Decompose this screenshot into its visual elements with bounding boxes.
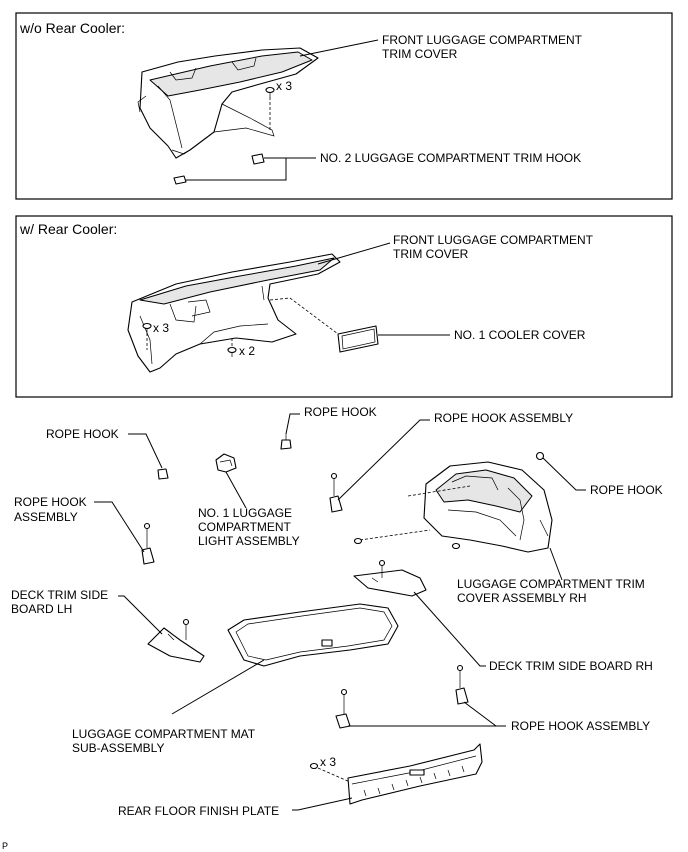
label-light-assembly-line1: NO. 1 LUGGAGE (198, 506, 292, 520)
section-with-rear-cooler: w/ Rear Cooler: FRONT LUGGAGE COMPARTMEN… (15, 215, 673, 398)
rope-hook-left (157, 468, 169, 480)
trim-hook-icon (173, 153, 265, 185)
rope-hook-assembly-center (329, 472, 343, 513)
leader-deck-trim-lh (118, 595, 163, 635)
cooler-cover-panel (337, 325, 379, 353)
leader-trim-cover-rh (549, 547, 563, 581)
section-title-with-rear-cooler: w/ Rear Cooler: (19, 221, 117, 237)
section-frame-with-rear-cooler (15, 215, 673, 398)
leader-rope-hook-top (285, 413, 300, 435)
section-title-without-rear-cooler: w/o Rear Cooler: (19, 20, 125, 36)
rope-hook-top (280, 434, 292, 450)
dashed-guide-trim-rh-hook (407, 485, 471, 497)
rope-hook-assembly-rh (455, 664, 469, 705)
label-rope-hook-top: ROPE HOOK (304, 405, 377, 419)
rope-hook-right (535, 451, 545, 461)
label-trim-cover-rh-line2: COVER ASSEMBLY RH (457, 591, 587, 605)
leader-rope-hook-assembly-left (94, 501, 145, 553)
front-luggage-compartment-trim-cover-b (127, 253, 341, 373)
luggage-compartment-trim-cover-rh (423, 461, 553, 553)
quantity-clip-a: x 3 (276, 79, 292, 93)
label-deck-trim-lh-line1: DECK TRIM SIDE (11, 588, 108, 602)
label-light-assembly-line2: COMPARTMENT (198, 520, 292, 534)
rear-floor-finish-plate (347, 743, 483, 805)
clip-icon (451, 542, 461, 550)
leader-rope-hook-right (542, 457, 586, 491)
leader-mat (171, 659, 265, 715)
leader-rope-hook-assembly-top (337, 419, 430, 501)
leader-rope-hook-left (128, 433, 163, 469)
clip-icon (309, 762, 319, 770)
label-mat-line1: LUGGAGE COMPARTMENT MAT (72, 727, 256, 741)
leader-front-trim-cover-a (299, 39, 379, 57)
label-rope-hook-assembly-top: ROPE HOOK ASSEMBLY (434, 411, 573, 425)
clip-icon (353, 537, 363, 545)
deck-trim-side-board-rh (353, 559, 427, 597)
dashed-guide-trim-rh-clip (359, 529, 431, 541)
clip-icon (142, 322, 152, 333)
label-rope-hook-right: ROPE HOOK (590, 483, 663, 497)
label-rear-floor-finish-plate: REAR FLOOR FINISH PLATE (118, 804, 279, 818)
label-deck-trim-lh-line2: BOARD LH (11, 602, 72, 616)
section-without-rear-cooler: w/o Rear Cooler: FRONT LUGGAGE COMPARTME… (15, 12, 673, 200)
label-deck-trim-rh: DECK TRIM SIDE BOARD RH (489, 659, 653, 673)
leader-light-assembly (225, 471, 247, 509)
leader-no2-trim-hook (186, 157, 287, 181)
quantity-clip-b: x 3 (153, 321, 169, 335)
clip-icon (227, 346, 237, 357)
dashed-guide-cooler-cover (269, 297, 339, 335)
leader-deck-trim-rh (413, 591, 486, 667)
clip-icon (265, 86, 275, 97)
dashed-guide-clip-d (317, 767, 351, 783)
rope-hook-assembly-left (141, 522, 155, 565)
label-mat-line2: SUB-ASSEMBLY (72, 741, 164, 755)
label-no1-cooler-cover: NO. 1 COOLER COVER (454, 328, 586, 342)
luggage-compartment-mat (227, 603, 399, 667)
label-front-trim-cover-a-line1: FRONT LUGGAGE COMPARTMENT (382, 33, 583, 47)
label-front-trim-cover-b-line2: TRIM COVER (393, 247, 469, 261)
rope-hook-assembly-bottom (335, 688, 351, 729)
label-light-assembly-line3: LIGHT ASSEMBLY (198, 534, 300, 548)
label-no2-trim-hook: NO. 2 LUGGAGE COMPARTMENT TRIM HOOK (320, 151, 581, 165)
section-frame-without-rear-cooler (15, 12, 673, 200)
label-front-trim-cover-a-line2: TRIM COVER (382, 47, 458, 61)
quantity-clip-c: x 2 (239, 344, 255, 358)
label-rope-hook-assembly-left-line1: ROPE HOOK (14, 495, 87, 509)
label-trim-cover-rh-line1: LUGGAGE COMPARTMENT TRIM (457, 577, 645, 591)
label-rope-hook-assembly-left-line2: ASSEMBLY (14, 510, 78, 524)
label-front-trim-cover-b-line1: FRONT LUGGAGE COMPARTMENT (393, 233, 594, 247)
front-luggage-compartment-trim-cover-a (137, 47, 319, 159)
luggage-compartment-light-icon (215, 453, 237, 473)
leader-front-trim-cover-b (317, 242, 391, 265)
deck-trim-side-board-lh (147, 618, 205, 663)
quantity-clip-d: x 3 (320, 755, 336, 769)
label-rope-hook-assembly-bottom: ROPE HOOK ASSEMBLY (511, 719, 650, 733)
label-rope-hook-left: ROPE HOOK (46, 427, 119, 441)
leader-rope-hook-assembly-bottom-b (463, 701, 497, 727)
figure-code: P (2, 841, 8, 851)
leader-rear-floor-finish-plate (292, 797, 353, 811)
